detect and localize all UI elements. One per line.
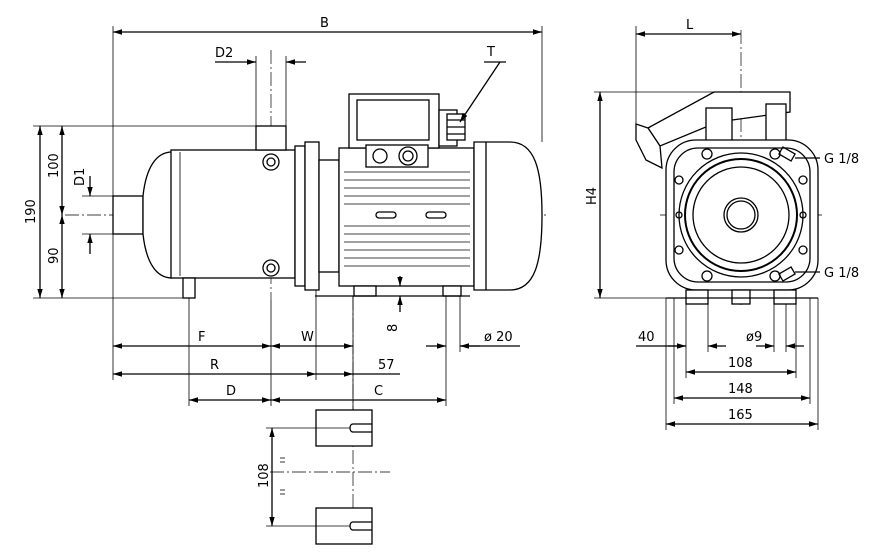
cooling-fins	[344, 171, 470, 267]
dim-108-detail: 108	[257, 463, 272, 488]
dim-phi9: ø9	[746, 330, 762, 345]
dim-100: 100	[47, 153, 62, 178]
dim-108: 108	[728, 356, 753, 371]
foot-slot-detail: 108	[257, 409, 390, 545]
label-D1: D1	[73, 168, 88, 186]
dim-57: 57	[378, 358, 395, 373]
label-H4: H4	[585, 187, 600, 205]
dim-165: 165	[728, 408, 753, 423]
label-T: T	[486, 45, 495, 60]
label-L: L	[686, 18, 694, 33]
dim-phi20: ø 20	[484, 330, 513, 345]
dim-90: 90	[47, 247, 62, 264]
label-D: D	[226, 384, 236, 399]
front-view-dimensions: L H4 G 1/8 G 1/8 40 ø9 108	[585, 18, 859, 430]
dim-190: 190	[24, 199, 39, 224]
label-B: B	[320, 16, 329, 31]
front-view	[635, 30, 822, 305]
label-C: C	[374, 384, 383, 399]
label-W: W	[301, 330, 314, 345]
label-G-bottom: G 1/8	[824, 266, 859, 281]
label-D2: D2	[215, 46, 233, 61]
dim-148: 148	[728, 382, 753, 397]
dim-40: 40	[638, 330, 655, 345]
side-view-dimensions: B D2 T 190 100 90 D1	[24, 16, 543, 540]
label-G-top: G 1/8	[824, 152, 859, 167]
label-F: F	[198, 330, 205, 345]
side-view	[65, 50, 548, 300]
label-R: R	[210, 358, 219, 373]
dim-8: 8	[386, 324, 401, 332]
